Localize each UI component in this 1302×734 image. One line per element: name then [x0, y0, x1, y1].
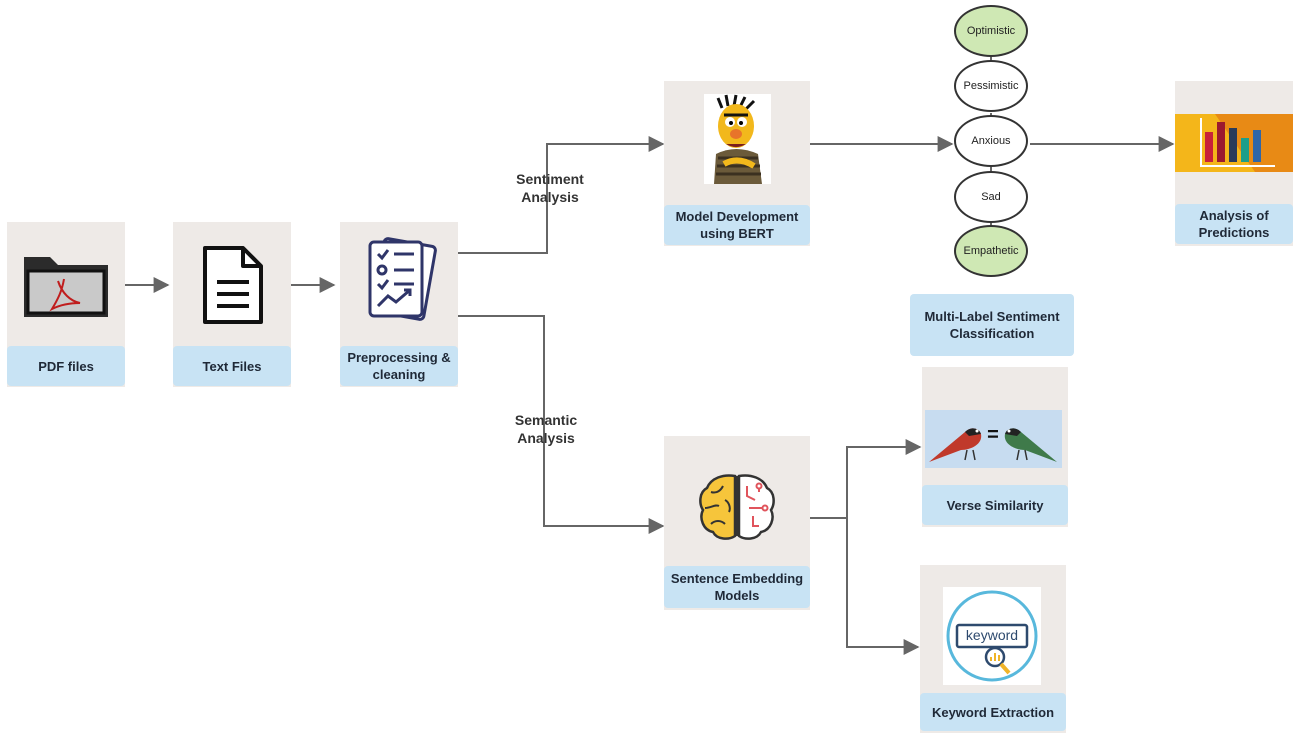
edge-preprocess-embedding: [433, 315, 665, 534]
edge-label-sentiment: Sentiment Analysis: [500, 170, 600, 206]
pdf-folder-icon: [24, 257, 108, 317]
keyword-word: keyword: [965, 627, 1019, 643]
node-analysis-label: Analysis of Predictions: [1175, 204, 1293, 244]
node-multilabel-label: Multi-Label Sentiment Classification: [910, 294, 1074, 356]
brain-icon: [699, 474, 775, 540]
node-preprocess-label: Preprocessing & cleaning: [340, 346, 458, 386]
node-text-label: Text Files: [173, 346, 291, 386]
sentiment-oval-anxious: Anxious: [954, 115, 1028, 167]
bar-chart-icon: [1175, 114, 1293, 172]
sentiment-oval-sad: Sad: [954, 171, 1028, 223]
edge-label-semantic-line2: Analysis: [517, 430, 575, 446]
node-similarity-label: Verse Similarity: [922, 485, 1068, 525]
bert-muppet-icon: [714, 94, 762, 184]
node-bert-label: Model Development using BERT: [664, 205, 810, 245]
sentiment-oval-pessimistic: Pessimistic: [954, 60, 1028, 112]
edge-label-semantic-line1: Semantic: [514, 412, 578, 428]
checklist-report-icon: [368, 237, 437, 321]
edge-embedding-keyword: [774, 517, 920, 655]
equals-sign: =: [987, 424, 999, 446]
edge-label-semantic: Semantic Analysis: [496, 411, 596, 447]
sentiment-oval-empathetic: Empathetic: [954, 225, 1028, 277]
node-pdf-label: PDF files: [7, 346, 125, 386]
edge-label-sentiment-line2: Analysis: [521, 189, 579, 205]
edge-preprocess-bert: [433, 136, 665, 254]
text-document-icon: [203, 246, 263, 324]
sentiment-oval-optimistic: Optimistic: [954, 5, 1028, 57]
node-keyword-label: Keyword Extraction: [920, 693, 1066, 731]
node-embedding-label: Sentence Embedding Models: [664, 566, 810, 608]
keyword-search-icon: [946, 590, 1038, 682]
birds-equal-icon: [925, 410, 1062, 468]
edge-label-sentiment-line1: Sentiment: [516, 171, 584, 187]
